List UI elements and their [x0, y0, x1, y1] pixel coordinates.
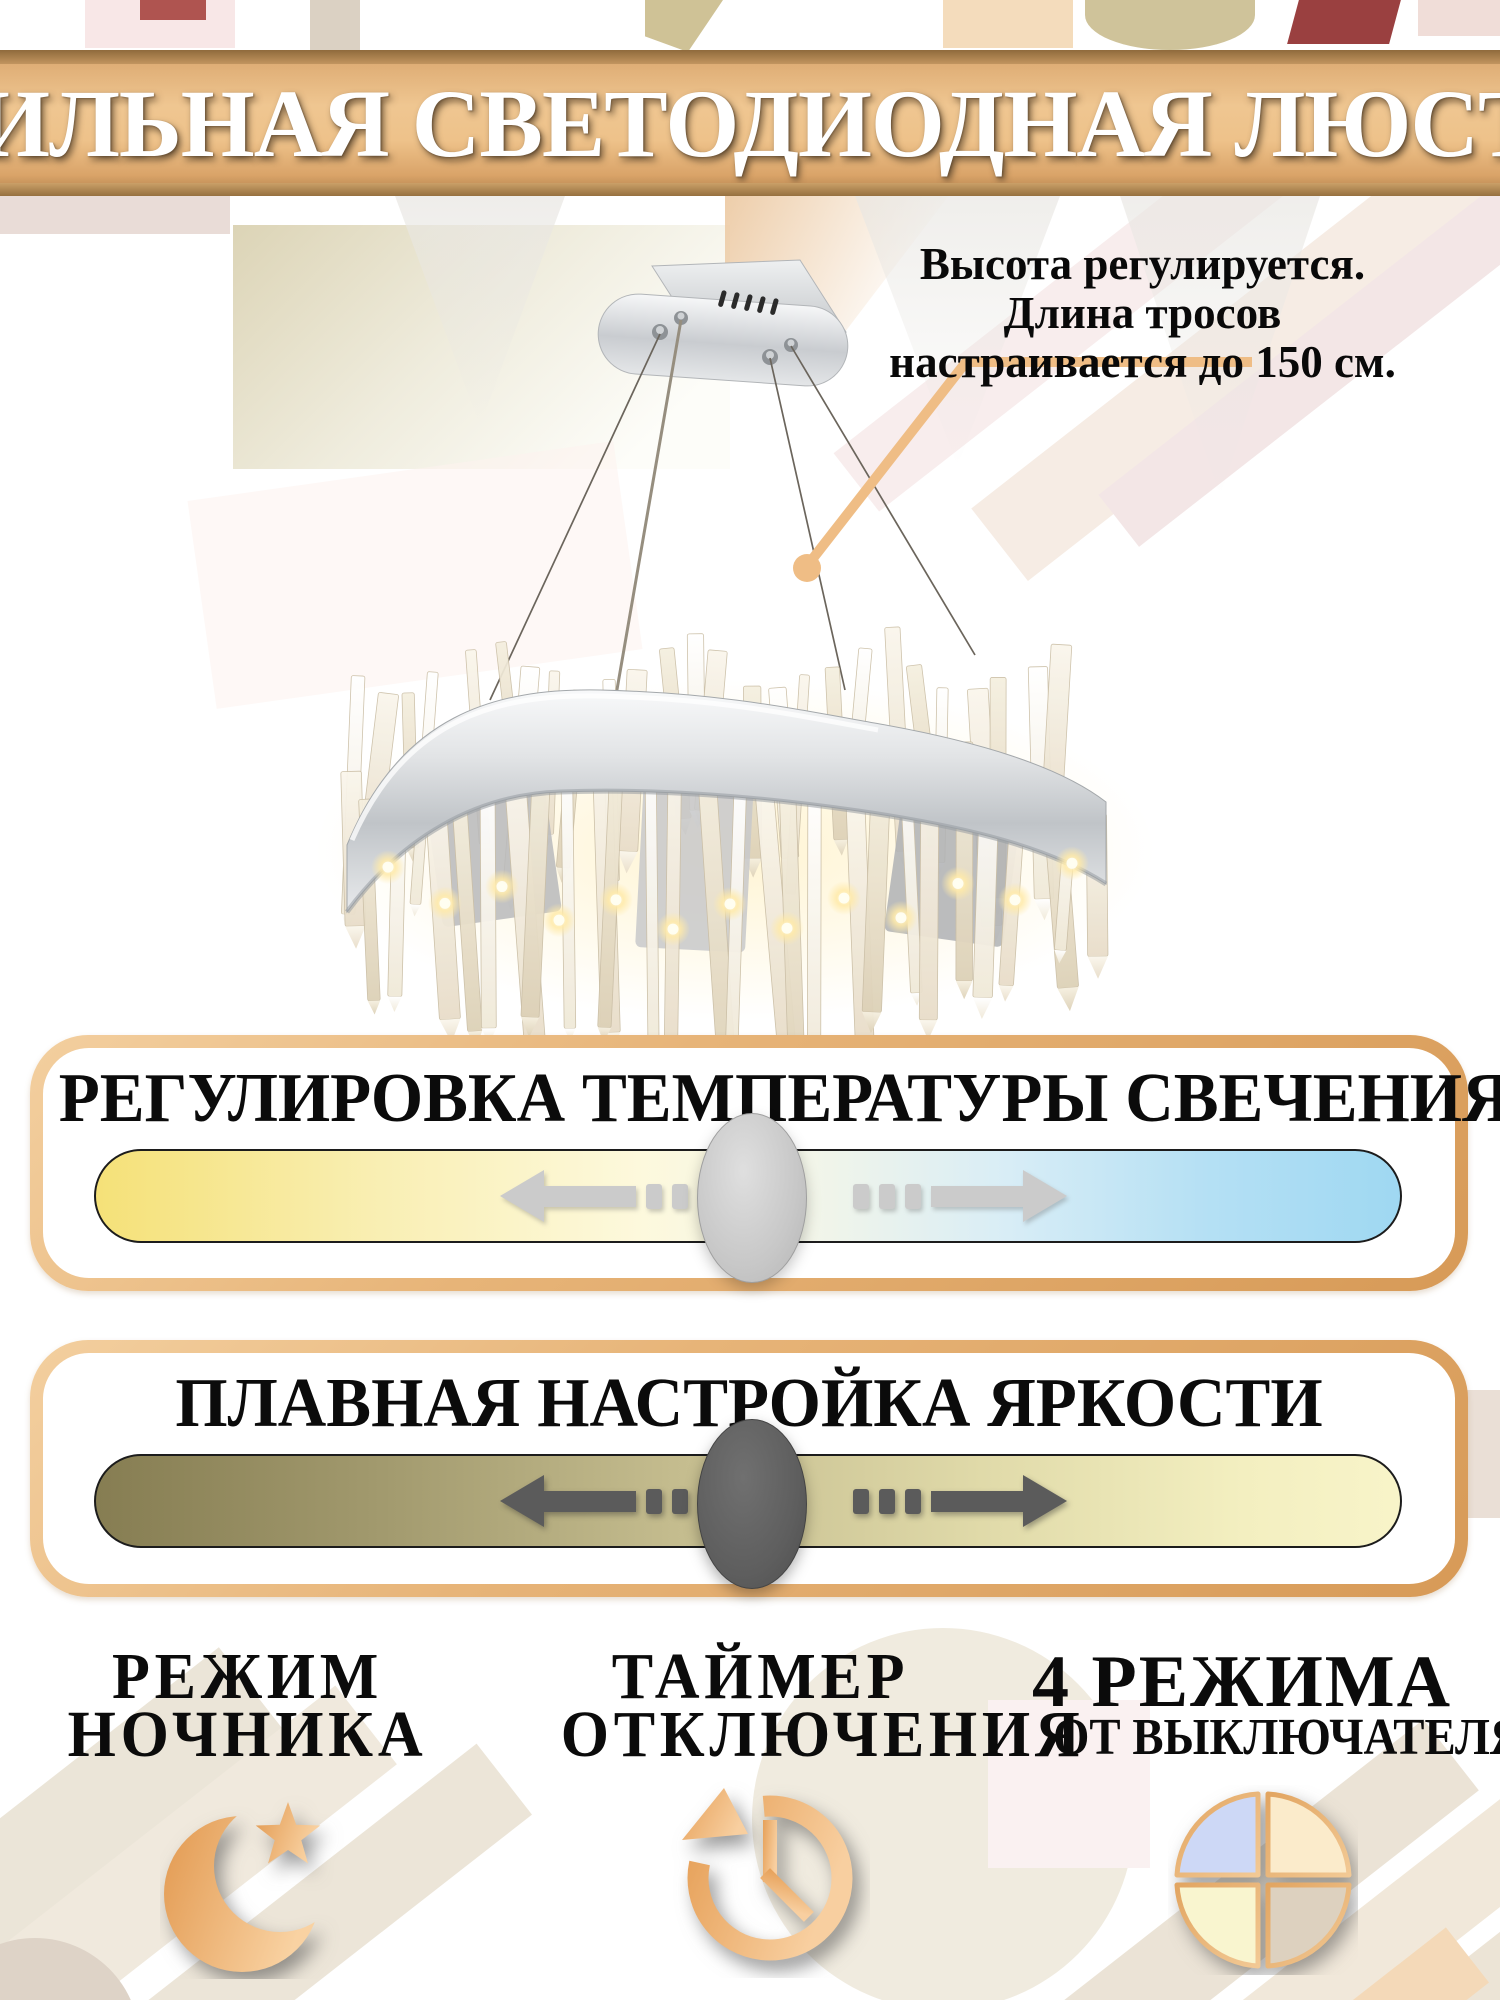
timer-clock-icon — [682, 1788, 853, 1961]
arrow-shaft — [544, 1490, 636, 1512]
arrow-dashes — [853, 1183, 931, 1209]
arrow-shaft — [544, 1185, 636, 1207]
feature-label: ОТ ВЫКЛЮЧАТЕЛЯ — [1053, 1709, 1500, 1766]
bg-shape — [140, 0, 206, 20]
annotation-line: настраивается до 150 см. — [889, 337, 1396, 387]
brightness-arrow-right — [853, 1475, 1067, 1527]
brightness-panel: ПЛАВНАЯ НАСТРОЙКА ЯРКОСТИ — [30, 1340, 1468, 1597]
bg-shape — [0, 196, 230, 234]
crescent-moon-star-icon — [164, 1802, 321, 1972]
arrow-shaft — [931, 1185, 1023, 1207]
mode-quadrant-cold — [1174, 1791, 1261, 1878]
bg-shape — [1418, 0, 1500, 36]
poster-title: СТИЛЬНАЯ СВЕТОДИОДНАЯ ЛЮСТРА — [0, 69, 1500, 177]
right-arrow-head-icon — [1023, 1170, 1067, 1222]
four-modes-circle-icon — [1174, 1791, 1352, 1969]
temperature-slider-knob — [697, 1113, 807, 1283]
feature-night-mode: РЕЖИМ НОЧНИКА — [40, 1640, 455, 1771]
mode-quadrant-mixed — [1265, 1882, 1352, 1969]
bg-shape — [310, 0, 360, 52]
right-arrow-head-icon — [1023, 1475, 1067, 1527]
mode-quadrant-warm — [1265, 1791, 1352, 1878]
mode-quadrant-night — [1174, 1882, 1261, 1969]
bg-shape — [988, 1700, 1150, 1868]
feature-label: РЕЖИМ — [112, 1640, 383, 1713]
height-adjust-annotation: Высота регулируется. Длина тросов настра… — [870, 240, 1415, 387]
left-arrow-head-icon — [500, 1475, 544, 1527]
arrow-dashes — [853, 1488, 931, 1514]
bg-shape — [1287, 0, 1401, 44]
feature-label: НОЧНИКА — [67, 1698, 428, 1771]
bg-shape — [943, 0, 1073, 48]
temperature-arrow-right — [853, 1170, 1067, 1222]
brightness-slider-knob — [697, 1419, 807, 1589]
bg-shape — [187, 441, 643, 709]
bg-shape — [645, 0, 723, 52]
annotation-line: Высота регулируется. — [919, 239, 1366, 289]
feature-label: 4 РЕЖИМА — [1032, 1641, 1453, 1723]
left-arrow-head-icon — [500, 1170, 544, 1222]
annotation-line: Длина тросов — [1003, 288, 1282, 338]
temperature-arrow-left — [500, 1170, 714, 1222]
bg-shape — [1085, 0, 1255, 50]
temperature-panel: РЕГУЛИРОВКА ТЕМПЕРАТУРЫ СВЕЧЕНИЯ — [30, 1035, 1500, 1291]
title-banner: СТИЛЬНАЯ СВЕТОДИОДНАЯ ЛЮСТРА — [0, 50, 1500, 196]
feature-label: ТАЙМЕР — [611, 1640, 910, 1713]
arrow-shaft — [931, 1490, 1023, 1512]
feature-label: ОТКЛЮЧЕНИЯ — [560, 1698, 1085, 1771]
feature-four-modes: 4 РЕЖИМА ОТ ВЫКЛЮЧАТЕЛЯ — [1032, 1641, 1500, 1766]
feature-timer: ТАЙМЕР ОТКЛЮЧЕНИЯ — [548, 1640, 1085, 1771]
brightness-arrow-left — [500, 1475, 714, 1527]
